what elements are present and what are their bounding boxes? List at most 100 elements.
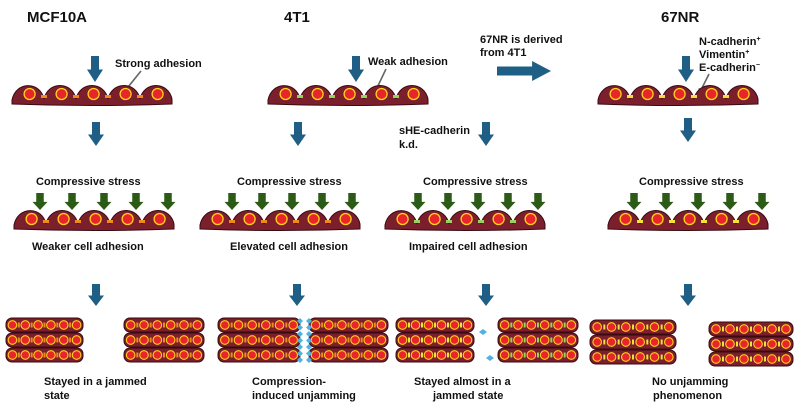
nucleus <box>649 322 660 332</box>
unjam-marker <box>297 331 303 337</box>
nucleus <box>288 335 299 345</box>
junction <box>460 322 462 328</box>
junction <box>334 337 337 343</box>
junction <box>189 322 192 328</box>
stress-arrow-4t1-4 <box>314 193 330 210</box>
nucleus <box>410 350 421 360</box>
junction <box>632 354 634 360</box>
nucleus <box>363 320 374 330</box>
junction <box>523 337 526 343</box>
nucleus <box>649 352 660 362</box>
unjam-marker <box>306 337 312 344</box>
junction <box>30 352 33 358</box>
arrow-she-mid <box>478 122 494 146</box>
nucleus <box>337 335 347 345</box>
nucleus <box>539 320 550 330</box>
nucleus <box>663 352 674 362</box>
she-cadherin-label-line2: k.d. <box>399 139 418 151</box>
stress-arrow-she-3 <box>470 193 486 210</box>
junction <box>563 337 566 343</box>
junction <box>603 339 606 345</box>
tissue-67nr-left <box>589 319 677 365</box>
junction <box>321 337 324 343</box>
junction <box>69 337 72 343</box>
nucleus <box>179 335 189 345</box>
junction <box>258 322 260 328</box>
nucleus <box>274 335 285 345</box>
junction <box>434 337 436 343</box>
arrow-67nr-top <box>678 56 694 82</box>
nucleus <box>449 320 460 330</box>
junction <box>17 352 20 358</box>
nucleus <box>153 212 166 226</box>
nucleus <box>376 335 387 345</box>
nucleus <box>553 320 563 330</box>
nucleus <box>499 320 510 330</box>
nucleus <box>23 87 36 101</box>
nucleus <box>767 354 777 364</box>
junction <box>230 337 233 343</box>
junction <box>360 337 363 343</box>
arrow-she-bottom <box>478 284 494 306</box>
stress-arrow-4t1-2 <box>254 193 270 210</box>
junction <box>537 337 539 343</box>
compressed-she <box>384 210 546 231</box>
nucleus <box>423 335 434 345</box>
nucleus <box>165 350 176 360</box>
nucleus <box>715 212 728 226</box>
tissue-she-right <box>497 317 579 363</box>
nucleus <box>705 87 718 101</box>
stress-arrow-67nr-1 <box>626 193 642 210</box>
junction <box>414 220 420 223</box>
junction <box>723 95 729 98</box>
nucleus <box>125 335 136 345</box>
stress-label-mcf10a: Compressive stress <box>36 176 141 188</box>
junction <box>347 337 350 343</box>
junction <box>434 322 436 328</box>
nucleus <box>71 335 82 345</box>
junction <box>230 352 233 358</box>
outcome-67nr-line2: phenomenon <box>653 390 722 402</box>
junction <box>149 337 152 343</box>
junction <box>136 352 139 358</box>
arrow-4t1-top <box>348 56 364 82</box>
nucleus <box>152 320 163 330</box>
nucleus <box>179 350 189 360</box>
outcome-she-line1: Stayed almost in a <box>414 376 511 388</box>
nucleus <box>606 337 617 347</box>
junction <box>360 352 363 358</box>
nucleus <box>526 335 537 345</box>
junction <box>446 220 452 223</box>
nucleus <box>119 87 132 101</box>
nucleus <box>566 350 577 360</box>
junction <box>69 352 72 358</box>
outcome-4t1-line1: Compression- <box>252 376 326 388</box>
nucleus <box>423 320 434 330</box>
tissue-mcf10a-right <box>123 317 205 363</box>
adhesion-label-she: Impaired cell adhesion <box>409 241 528 253</box>
nucleus <box>499 350 510 360</box>
junction <box>75 220 81 223</box>
unjam-marker <box>297 324 303 331</box>
nucleus <box>247 335 258 345</box>
nucleus <box>781 339 791 349</box>
junction <box>617 339 620 345</box>
nucleus <box>635 337 646 347</box>
nucleus <box>7 350 18 360</box>
junction <box>189 352 192 358</box>
junction <box>701 220 707 223</box>
stress-arrow-she-4 <box>500 193 516 210</box>
header-67nr: 67NR <box>661 9 700 26</box>
junction <box>750 326 752 332</box>
nucleus <box>396 212 409 226</box>
stress-arrow-mcf10a-3 <box>96 193 112 210</box>
compressed-mcf10a <box>13 210 175 231</box>
unjam-marker <box>306 350 312 357</box>
nucleus <box>566 335 577 345</box>
junction <box>627 95 633 98</box>
junction <box>408 322 410 328</box>
nucleus <box>20 350 31 360</box>
junction <box>722 341 724 347</box>
junction <box>163 322 165 328</box>
